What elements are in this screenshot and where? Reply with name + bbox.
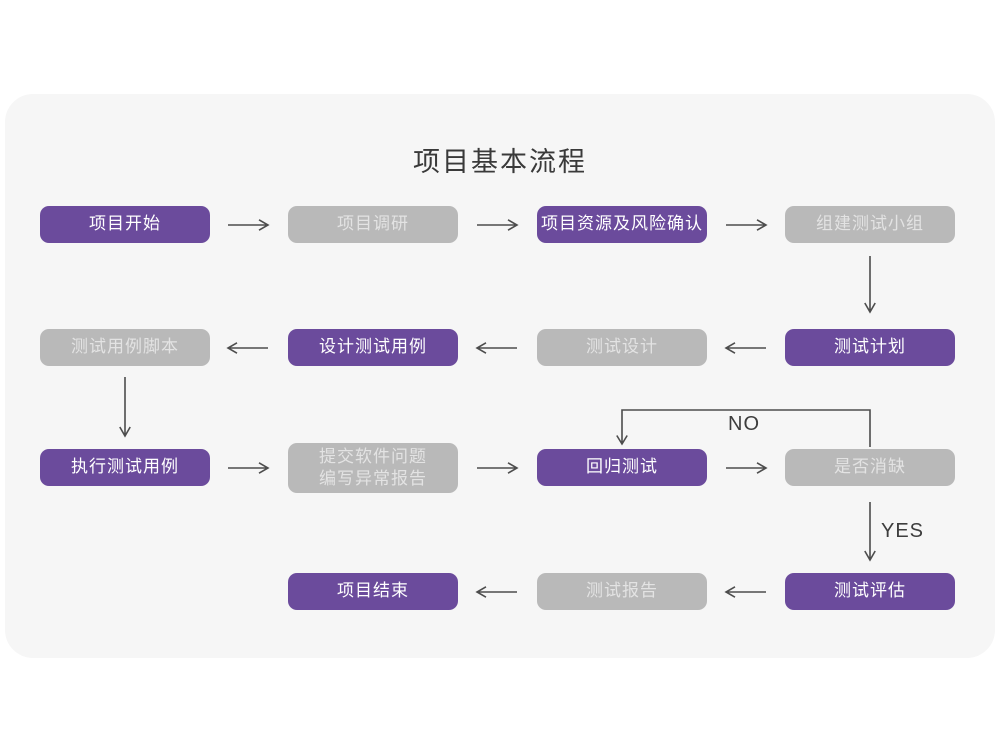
flowchart-card (5, 94, 995, 658)
node-test-report: 测试报告 (537, 573, 707, 610)
node-test-evaluation: 测试评估 (785, 573, 955, 610)
node-regression-test: 回归测试 (537, 449, 707, 486)
node-form-test-team: 组建测试小组 (785, 206, 955, 243)
no-branch-label: NO (728, 413, 760, 435)
node-submit-issues-report: 提交软件问题 编写异常报告 (288, 443, 458, 493)
node-defect-cleared-check: 是否消缺 (785, 449, 955, 486)
node-project-research: 项目调研 (288, 206, 458, 243)
node-test-plan: 测试计划 (785, 329, 955, 366)
yes-branch-label: YES (881, 520, 925, 542)
node-project-start: 项目开始 (40, 206, 210, 243)
node-design-test-cases: 设计测试用例 (288, 329, 458, 366)
node-test-case-script: 测试用例脚本 (40, 329, 210, 366)
node-execute-test-cases: 执行测试用例 (40, 449, 210, 486)
node-test-design: 测试设计 (537, 329, 707, 366)
node-project-end: 项目结束 (288, 573, 458, 610)
diagram-title: 项目基本流程 (413, 147, 587, 177)
node-resource-risk-confirm: 项目资源及风险确认 (537, 206, 707, 243)
